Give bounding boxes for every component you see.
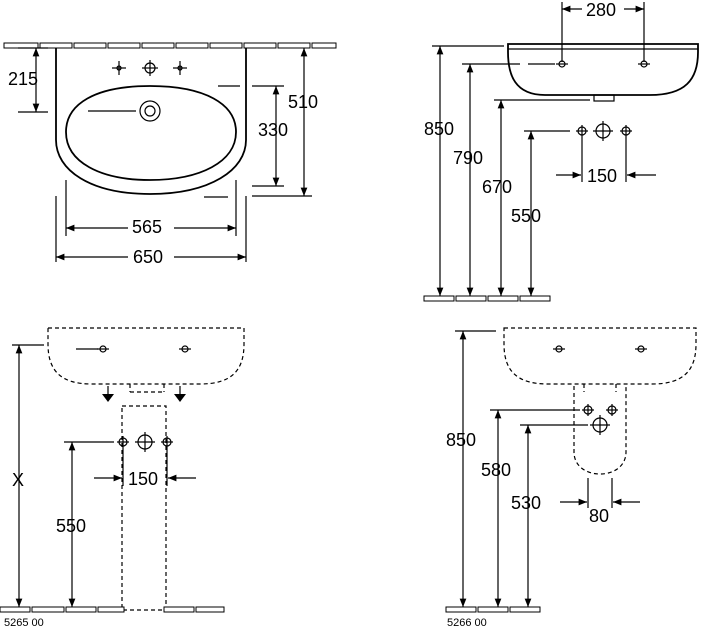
supply-connection-icon <box>582 404 618 435</box>
tap-hole-right-icon <box>638 60 650 68</box>
dim-550: 550 <box>56 516 86 536</box>
dim-215: 215 <box>8 69 38 89</box>
dim-510: 510 <box>288 92 318 112</box>
supply-connection-icon <box>576 121 632 141</box>
dim-280: 280 <box>586 0 616 20</box>
dim-850: 850 <box>446 430 476 450</box>
floor-strip <box>445 606 541 613</box>
semi-pedestal-view: 850 580 530 80 5266 00 <box>445 327 697 626</box>
pedestal-view: X 550 150 5265 00 <box>0 327 245 626</box>
dim-565: 565 <box>132 217 162 237</box>
dim-790: 790 <box>453 148 483 168</box>
dim-530: 530 <box>511 493 541 513</box>
wall-strip <box>3 42 337 49</box>
tap-hole-right-icon <box>179 345 191 353</box>
arrow-down-icon <box>174 386 186 402</box>
pedestal-dashed <box>121 405 167 611</box>
dim-550: 550 <box>511 206 541 226</box>
floor-strip <box>423 295 551 302</box>
dim-330: 330 <box>258 120 288 140</box>
tap-hole-icon <box>142 60 158 76</box>
dim-150: 150 <box>128 469 158 489</box>
inner-bowl <box>65 85 237 181</box>
basin-dashed-outline <box>47 327 245 385</box>
dim-670: 670 <box>482 177 512 197</box>
basin-side-outline <box>507 43 699 96</box>
product-code: 5265 00 <box>4 617 44 626</box>
semi-pedestal-dashed <box>573 386 627 475</box>
side-view: 280 850 790 670 550 <box>423 0 699 302</box>
dim-80: 80 <box>589 506 609 526</box>
tap-hole-left-icon <box>76 345 109 353</box>
dim-150: 150 <box>587 166 617 186</box>
basin-dashed-outline <box>503 327 697 385</box>
drain-icon <box>88 100 161 122</box>
dim-650: 650 <box>133 247 163 267</box>
dim-x: X <box>12 470 24 490</box>
supply-connection-icon <box>117 432 173 452</box>
tap-hole-left-icon <box>528 60 568 68</box>
product-code: 5266 00 <box>447 617 487 626</box>
tap-hole-left-icon <box>112 61 126 75</box>
arrow-down-icon <box>102 386 114 402</box>
basin-outline <box>55 48 247 195</box>
floor-strip <box>0 606 225 613</box>
tap-hole-right-icon <box>173 61 187 75</box>
front-view: 215 330 510 565 650 <box>3 42 337 267</box>
tap-hole-right-icon <box>635 345 647 353</box>
dim-580: 580 <box>481 460 511 480</box>
dim-850: 850 <box>424 119 454 139</box>
tap-hole-left-icon <box>553 345 565 353</box>
